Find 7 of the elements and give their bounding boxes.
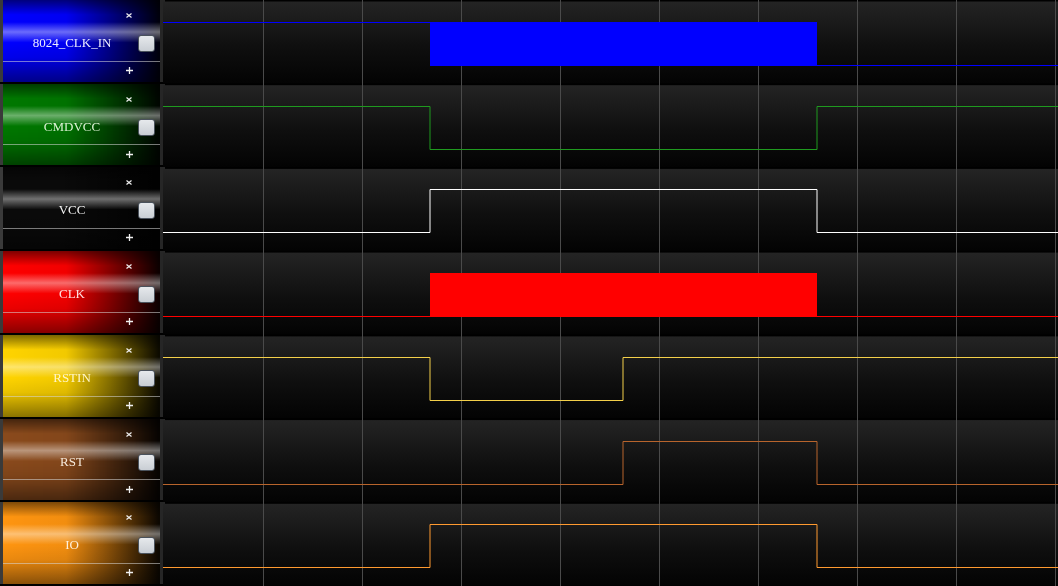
signal-name: RST xyxy=(59,453,85,469)
signal-name: VCC xyxy=(57,202,87,218)
signal-name: 8024_CLK_IN xyxy=(31,35,113,50)
signal-name: CMDVCC xyxy=(42,118,102,134)
signal-name: RSTIN xyxy=(52,369,92,385)
signal-name: CLK xyxy=(58,286,86,302)
signal-name: IO xyxy=(64,537,80,553)
